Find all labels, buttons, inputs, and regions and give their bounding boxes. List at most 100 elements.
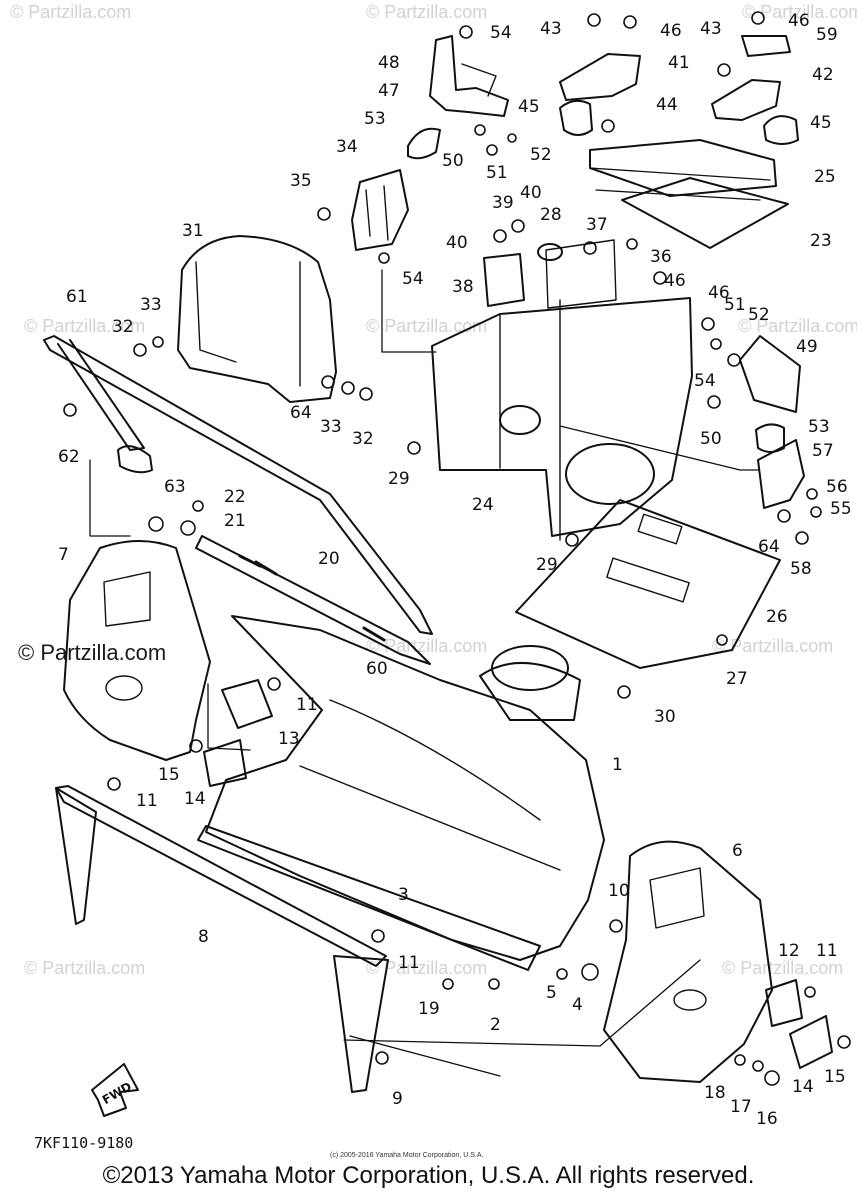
fwd-arrow-icon bbox=[91, 1063, 139, 1117]
part-label-11c: 11 bbox=[398, 953, 420, 973]
watermark-bottom-left: © Partzilla.com bbox=[24, 958, 146, 978]
part-label-49: 49 bbox=[796, 337, 818, 357]
part-label-23: 23 bbox=[810, 231, 832, 251]
part-label-11a: 11 bbox=[296, 695, 318, 715]
watermark-mid-left: © Partzilla.com bbox=[24, 316, 146, 336]
damper-part-53 bbox=[407, 127, 441, 160]
part-label-46b: 46 bbox=[788, 11, 810, 31]
part-label-16: 16 bbox=[756, 1109, 778, 1129]
bracket-part-57 bbox=[757, 439, 805, 509]
part-label-8: 8 bbox=[198, 927, 209, 947]
part-label-51a: 51 bbox=[486, 163, 508, 183]
part-label-40a: 40 bbox=[520, 183, 542, 203]
part-label-54a: 54 bbox=[490, 23, 512, 43]
damper-part-53-right bbox=[755, 423, 785, 453]
side-plate-part-7 bbox=[63, 540, 211, 761]
part-number-labels: 1 2 3 4 5 6 7 8 9 10 11 11 11 11 12 13 1… bbox=[58, 11, 852, 1129]
part-label-29a: 29 bbox=[388, 469, 410, 489]
watermark-mid-center: © Partzilla.com bbox=[366, 316, 488, 336]
part-label-56: 56 bbox=[826, 477, 848, 497]
mount-part-42 bbox=[711, 35, 799, 145]
part-label-48: 48 bbox=[378, 53, 400, 73]
part-label-53b: 53 bbox=[808, 417, 830, 437]
part-label-6: 6 bbox=[732, 841, 743, 861]
part-label-10: 10 bbox=[608, 881, 630, 901]
part-label-34: 34 bbox=[336, 137, 358, 157]
part-label-33a: 33 bbox=[140, 295, 162, 315]
part-label-12: 12 bbox=[778, 941, 800, 961]
part-label-43b: 43 bbox=[700, 19, 722, 39]
part-label-63: 63 bbox=[164, 477, 186, 497]
bracket-part-49 bbox=[739, 335, 801, 413]
small-copyright: (c) 2005-2016 Yamaha Motor Corporation, … bbox=[330, 1152, 484, 1159]
side-plate-part-6 bbox=[603, 840, 773, 1083]
part-label-21: 21 bbox=[224, 511, 246, 531]
part-label-46a: 46 bbox=[660, 21, 682, 41]
fasteners bbox=[63, 11, 851, 1086]
part-label-29b: 29 bbox=[536, 555, 558, 575]
bracket-part-13 bbox=[221, 679, 273, 729]
part-label-60: 60 bbox=[366, 659, 388, 679]
part-label-35: 35 bbox=[290, 171, 312, 191]
copyright-notice: ©2013 Yamaha Motor Corporation, U.S.A. A… bbox=[102, 1162, 755, 1189]
bracket-part-12 bbox=[765, 979, 803, 1027]
part-label-17: 17 bbox=[730, 1097, 752, 1117]
part-label-33b: 33 bbox=[320, 417, 342, 437]
part-label-14a: 14 bbox=[184, 789, 206, 809]
part-label-30: 30 bbox=[654, 707, 676, 727]
frame-housing-part-24 bbox=[431, 239, 693, 541]
part-label-37: 37 bbox=[586, 215, 608, 235]
plug-part-28 bbox=[537, 243, 563, 261]
watermark-top-right: © Partzilla.com bbox=[742, 2, 857, 22]
part-label-53a: 53 bbox=[364, 109, 386, 129]
leader-lines bbox=[89, 149, 771, 1077]
part-label-18: 18 bbox=[704, 1083, 726, 1103]
bracket-part-47-48 bbox=[429, 35, 509, 117]
part-label-13: 13 bbox=[278, 729, 300, 749]
part-label-4: 4 bbox=[572, 995, 583, 1015]
part-label-61: 61 bbox=[66, 287, 88, 307]
bracket-part-38 bbox=[483, 253, 525, 307]
part-label-52b: 52 bbox=[748, 305, 770, 325]
part-label-51b: 51 bbox=[724, 295, 746, 315]
part-label-2: 2 bbox=[490, 1015, 501, 1035]
part-label-50a: 50 bbox=[442, 151, 464, 171]
part-label-19: 19 bbox=[418, 999, 440, 1019]
part-label-25: 25 bbox=[814, 167, 836, 187]
drawing-code: 7KF110-9180 bbox=[34, 1134, 134, 1152]
watermark-top-center: © Partzilla.com bbox=[366, 2, 488, 22]
watermark-low-right: © Partzilla.com bbox=[712, 636, 834, 656]
skid-bar-part-8 bbox=[55, 785, 389, 1093]
part-label-3: 3 bbox=[398, 885, 409, 905]
part-label-9: 9 bbox=[392, 1089, 403, 1109]
watermark-bottom-right: © Partzilla.com bbox=[722, 958, 844, 978]
watermark-mid-right: © Partzilla.com bbox=[738, 316, 857, 336]
watermark-left-dark: © Partzilla.com bbox=[18, 640, 167, 665]
part-label-36: 36 bbox=[650, 247, 672, 267]
part-label-20: 20 bbox=[318, 549, 340, 569]
part-label-15a: 15 bbox=[158, 765, 180, 785]
auger-housing-part-1 bbox=[205, 615, 605, 961]
part-label-55: 55 bbox=[830, 499, 852, 519]
part-label-44: 44 bbox=[656, 95, 678, 115]
part-label-58: 58 bbox=[790, 559, 812, 579]
bracket-part-34 bbox=[351, 169, 409, 251]
part-label-45b: 45 bbox=[810, 113, 832, 133]
part-label-59: 59 bbox=[816, 25, 838, 45]
part-label-52a: 52 bbox=[530, 145, 552, 165]
part-label-22: 22 bbox=[224, 487, 246, 507]
part-label-26: 26 bbox=[766, 607, 788, 627]
part-label-47: 47 bbox=[378, 81, 400, 101]
part-label-50b: 50 bbox=[700, 429, 722, 449]
part-label-38: 38 bbox=[452, 277, 474, 297]
fwd-label: FWD bbox=[100, 1079, 134, 1107]
part-label-27: 27 bbox=[726, 669, 748, 689]
part-label-39: 39 bbox=[492, 193, 514, 213]
part-label-11b: 11 bbox=[136, 791, 158, 811]
part-label-14b: 14 bbox=[792, 1077, 814, 1097]
mount-part-41 bbox=[559, 53, 641, 136]
part-label-64a: 64 bbox=[290, 403, 312, 423]
part-label-64b: 64 bbox=[758, 537, 780, 557]
part-label-42: 42 bbox=[812, 65, 834, 85]
part-label-24: 24 bbox=[472, 495, 494, 515]
